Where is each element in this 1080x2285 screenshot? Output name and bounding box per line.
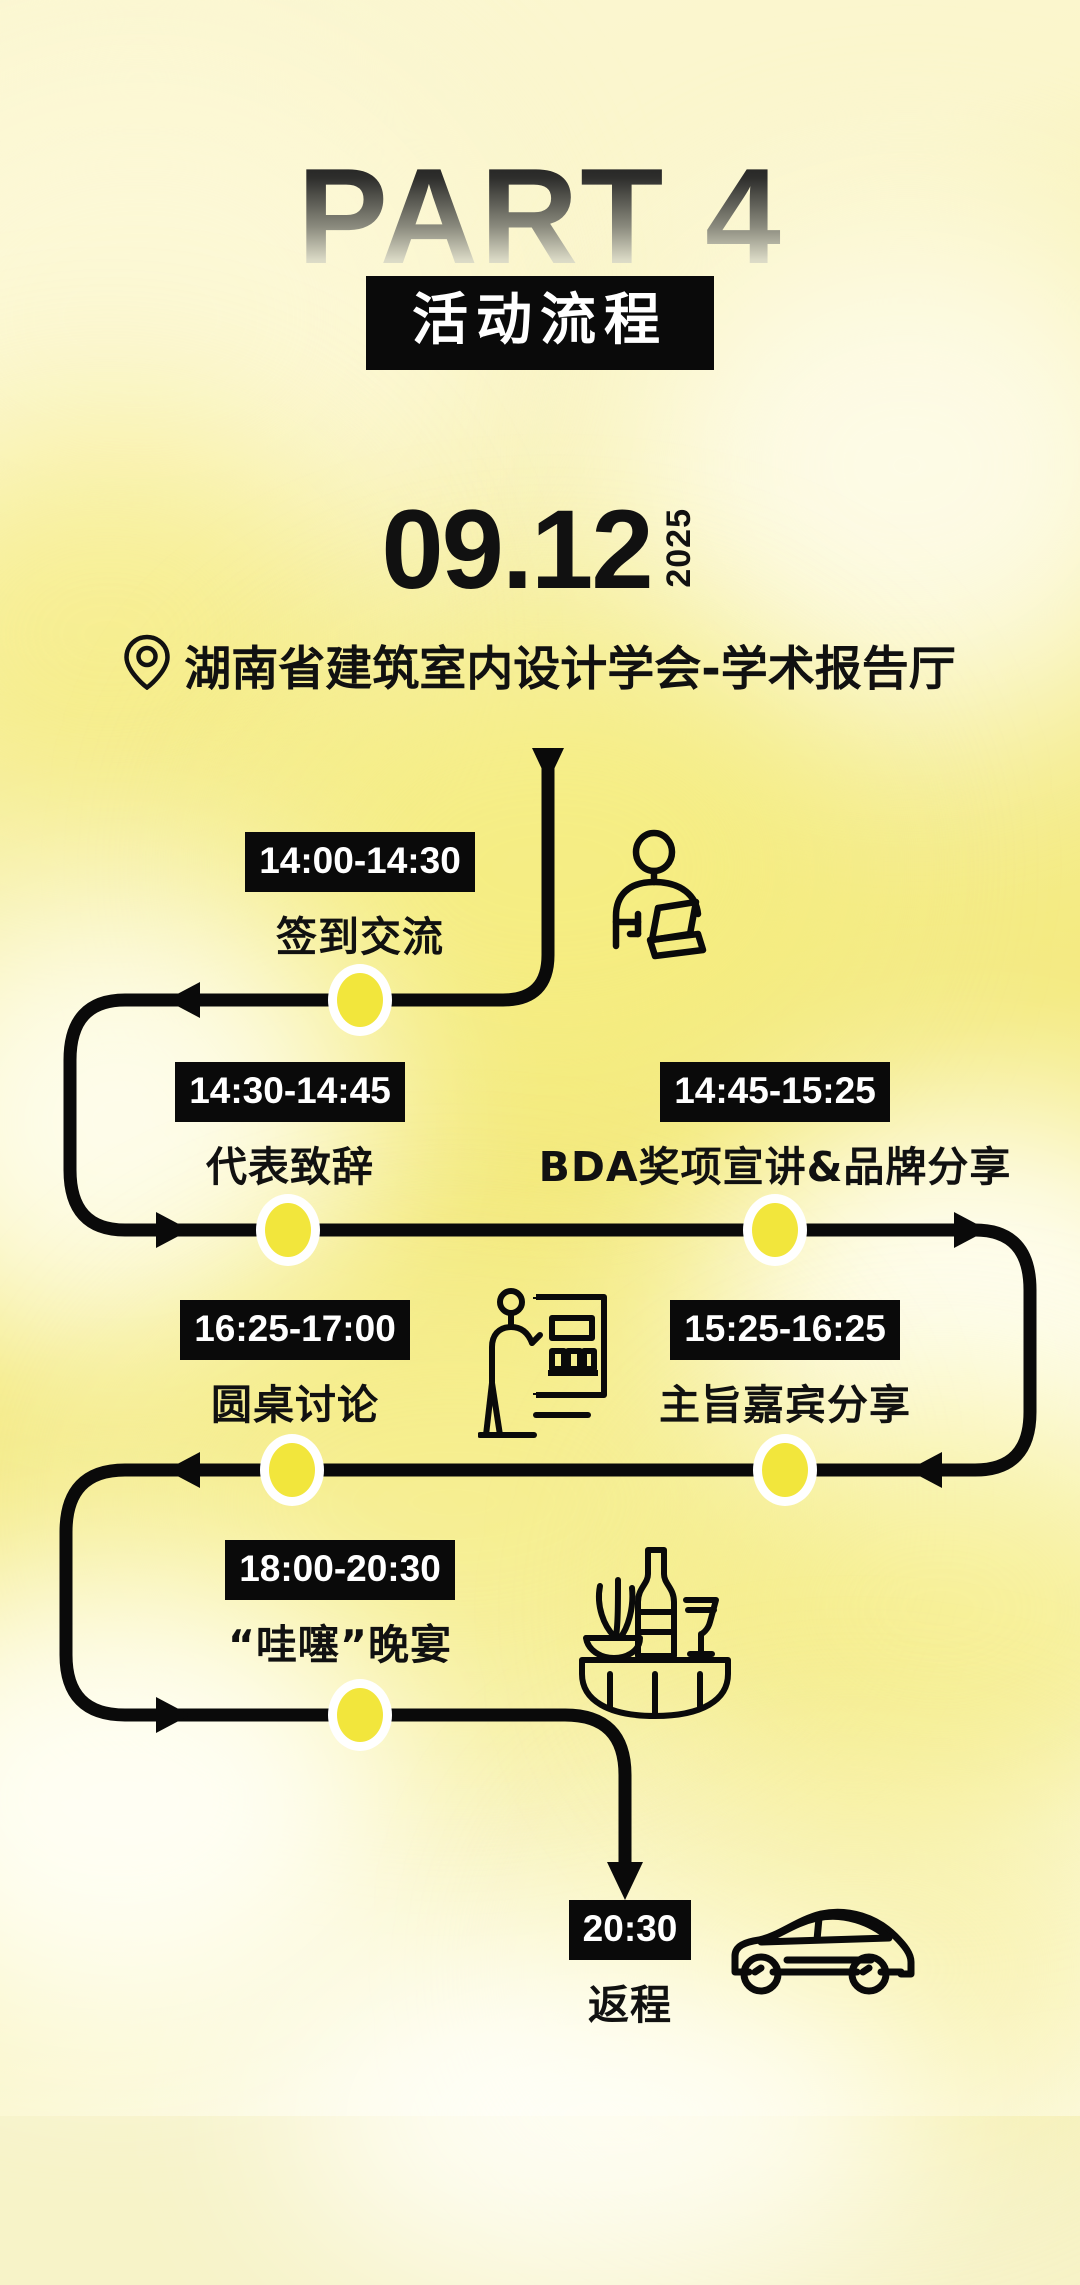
arrow-left-row1 <box>166 982 200 1018</box>
dinner-table-icon <box>570 1540 735 1735</box>
part-label: PART 4 <box>0 148 1080 284</box>
node-title: BDA奖项宣讲&品牌分享 <box>538 1143 1012 1191</box>
event-year: 2025 <box>659 508 698 588</box>
timeline-node-return[interactable]: 20:30 返程 <box>470 1900 790 2031</box>
timeline-node-bda[interactable]: 14:45-15:25 BDA奖项宣讲&品牌分享 <box>535 1062 1015 1193</box>
time-chip: 16:25-17:00 <box>180 1300 410 1360</box>
time-chip: 15:25-16:25 <box>670 1300 900 1360</box>
section-title-badge: 活动流程 <box>366 276 714 370</box>
arrow-down-start <box>532 748 564 782</box>
event-date-block: 09.12 2025 <box>0 487 1080 612</box>
timeline-dot-keynote <box>753 1434 817 1506</box>
node-title: 主旨嘉宾分享 <box>659 1381 911 1429</box>
event-date: 09.12 <box>381 487 653 612</box>
time-chip: 14:30-14:45 <box>175 1062 405 1122</box>
timeline-dot-roundtable <box>260 1434 324 1506</box>
date-row: 09.12 2025 <box>381 487 698 612</box>
arrow-right-row2 <box>156 1212 190 1248</box>
timeline-flow-path <box>59 748 1037 1900</box>
timeline-node-signin[interactable]: 14:00-14:30 签到交流 <box>150 832 570 963</box>
arrow-left-row3b <box>908 1452 942 1488</box>
location-pin-icon <box>124 634 170 695</box>
car-icon <box>725 1898 920 2013</box>
time-chip: 18:00-20:30 <box>225 1540 455 1600</box>
node-title: 签到交流 <box>276 913 444 961</box>
timeline-node-dinner[interactable]: 18:00-20:30 “哇噻”晚宴 <box>130 1540 550 1671</box>
timeline-dot-speech <box>256 1194 320 1266</box>
timeline-node-roundtable[interactable]: 16:25-17:00 圆桌讨论 <box>90 1300 500 1431</box>
arrow-right-row2b <box>954 1212 988 1248</box>
timeline-node-keynote[interactable]: 15:25-16:25 主旨嘉宾分享 <box>585 1300 985 1431</box>
time-chip: 14:00-14:30 <box>245 832 475 892</box>
arrow-down-end <box>607 1862 643 1900</box>
arrow-left-row3 <box>166 1452 200 1488</box>
timeline-node-speech[interactable]: 14:30-14:45 代表致辞 <box>80 1062 500 1193</box>
node-title: 返程 <box>588 1981 672 2029</box>
time-chip: 20:30 <box>568 1900 692 1960</box>
node-title: 圆桌讨论 <box>211 1381 379 1429</box>
node-title: 代表致辞 <box>206 1143 374 1191</box>
venue-name: 湖南省建筑室内设计学会-学术报告厅 <box>184 642 956 697</box>
person-laptop-icon <box>598 822 708 977</box>
timeline-dot-bda <box>743 1194 807 1266</box>
node-title: “哇噻”晚宴 <box>228 1621 452 1669</box>
timeline-dot-signin <box>328 964 392 1036</box>
venue-row: 湖南省建筑室内设计学会-学术报告厅 <box>0 630 1080 699</box>
timeline-dot-dinner <box>328 1679 392 1751</box>
time-chip: 14:45-15:25 <box>660 1062 890 1122</box>
presenter-board-icon <box>477 1285 613 1450</box>
arrow-right-row4 <box>156 1697 190 1733</box>
